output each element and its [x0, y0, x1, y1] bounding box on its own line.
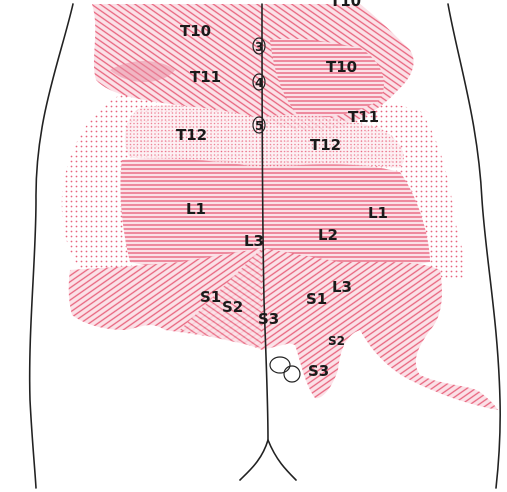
label-l3-center: L3 — [244, 232, 264, 250]
label-s2-right: S2 — [328, 334, 345, 348]
label-s3-center: S3 — [258, 310, 279, 328]
vertebra-marker-2: 4 — [253, 74, 265, 90]
label-t10-right: T10 — [326, 58, 357, 76]
label-l1-right: L1 — [368, 204, 388, 222]
vertebra-marker-1: 3 — [253, 38, 265, 54]
vertebra-marker-3: 5 — [253, 117, 265, 133]
label-s1-right: S1 — [306, 290, 327, 308]
label-s3-right: S3 — [308, 362, 329, 380]
label-l3-right: L3 — [332, 278, 352, 296]
svg-text:5: 5 — [255, 119, 263, 133]
label-l1-left: L1 — [186, 200, 206, 218]
label-t10-top-right: T10 — [330, 0, 361, 10]
label-t11-right: T11 — [348, 108, 379, 126]
label-t12-left: T12 — [176, 126, 207, 144]
label-s2-left: S2 — [222, 298, 243, 316]
label-t11-left: T11 — [190, 68, 221, 86]
svg-text:3: 3 — [255, 40, 263, 54]
label-s1-left: S1 — [200, 288, 221, 306]
label-l2-right: L2 — [318, 226, 338, 244]
svg-text:4: 4 — [255, 76, 263, 90]
label-t10-left: T10 — [180, 22, 211, 40]
label-t12-right: T12 — [310, 136, 341, 154]
